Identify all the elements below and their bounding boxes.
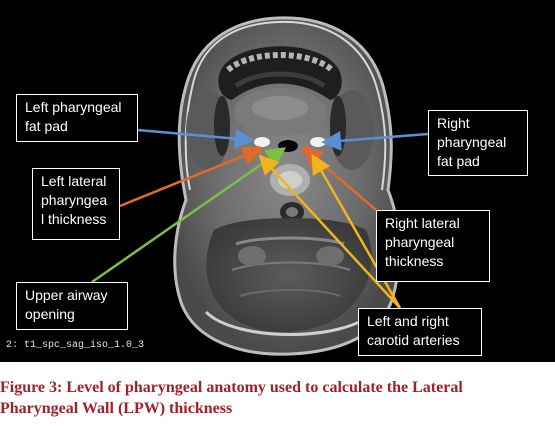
left-fat-pad-arrow [137,128,255,149]
callout-right-fat-pad: Right pharyngeal fat pad [428,110,528,176]
right-carotid-arrow [311,153,402,309]
callout-right-lateral: Right lateral pharyngeal thickness [376,210,490,282]
callout-airway: Upper airway opening [16,282,128,330]
callout-left-lateral: Left lateral pharyngea l thickness [32,168,120,240]
left-lateral-arrow [119,146,263,208]
series-label: 2: t1_spc_sag_iso_1.0_3 [6,340,145,351]
callout-carotid: Left and right carotid arteries [358,308,482,356]
caption-line-1: Figure 3: Level of pharyngeal anatomy us… [0,379,463,396]
mri-axial-scan-image [91,16,429,356]
right-fat-pad-arrow [321,130,429,151]
mri-figure: Left pharyngeal fat pad Right pharyngeal… [0,0,555,362]
airway-arrow [91,147,287,284]
left-carotid-arrow [258,154,401,309]
callout-left-fat-pad: Left pharyngeal fat pad [16,94,138,142]
caption-line-2: Pharyngeal Wall (LPW) thickness [0,400,233,417]
figure-caption: Figure 3: Level of pharyngeal anatomy us… [0,377,555,419]
